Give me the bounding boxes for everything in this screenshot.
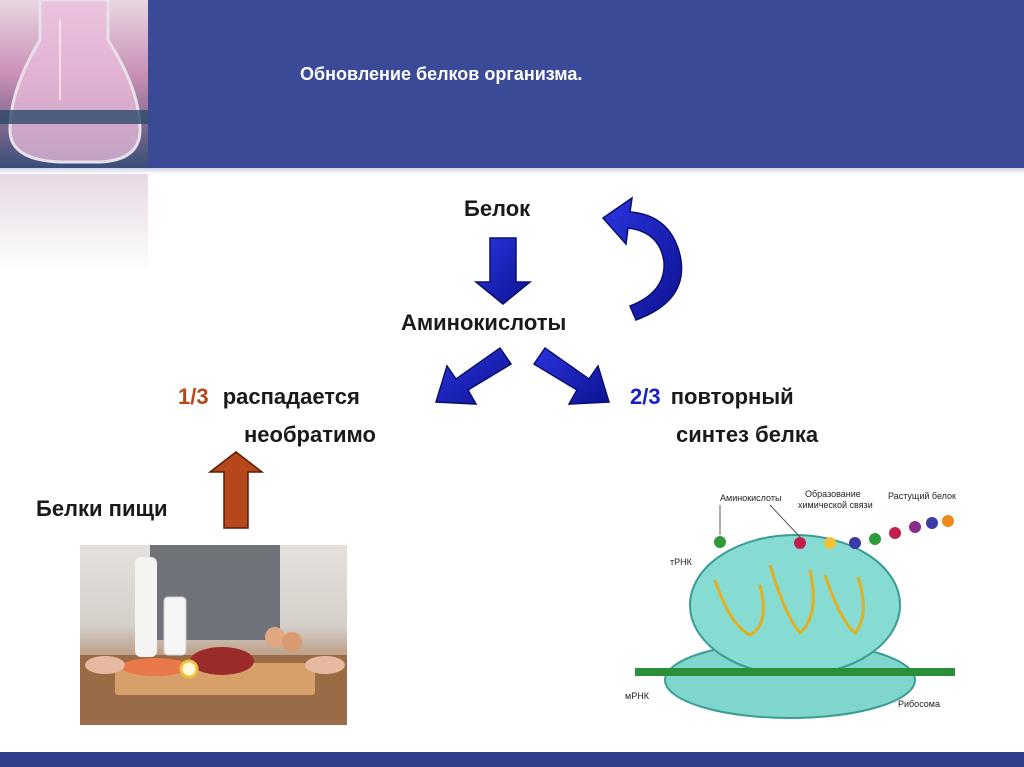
node-amino-acids: Аминокислоты [401,310,567,335]
footer-bar [0,752,1024,767]
right-text-2: синтез белка [676,422,819,447]
left-text-2: необратимо [244,422,376,447]
header-divider [0,168,1024,174]
arrow-up-icon [207,451,265,529]
diagram-bond-label-2: химической связи [798,500,873,510]
arrow-down-icon [473,237,533,305]
right-text-1: повторный [670,384,794,409]
diagram-mrna-label: мРНК [625,691,649,701]
node-protein: Белок [464,196,531,221]
flask-image [0,0,148,168]
arrow-curved-return-icon [601,196,683,321]
fraction-one-third: 1/3 [178,384,209,409]
diagram-bond-label-1: Образование [805,489,861,499]
diagram-ribosome-label: Рибосома [898,699,940,709]
food-photo [80,545,347,725]
right-line-1: 2/3 повторный [630,384,794,410]
diagram-amino-label: Аминокислоты [720,493,782,503]
left-line-1: 1/3 распадается [178,384,360,410]
food-label: Белки пищи [36,496,168,521]
flask-reflection [0,174,148,274]
page-title: Обновление белков организма. [300,64,583,84]
ribosome-diagram: Аминокислоты Образование химической связ… [620,485,960,725]
arrow-right-down-icon [532,346,610,405]
left-text-1: распадается [222,384,360,409]
diagram-growing-label: Растущий белок [888,491,956,501]
slide-header [0,0,1024,168]
diagram-trna-label: тРНК [670,557,692,567]
fraction-two-thirds: 2/3 [630,384,661,409]
arrow-left-down-icon [435,346,513,405]
